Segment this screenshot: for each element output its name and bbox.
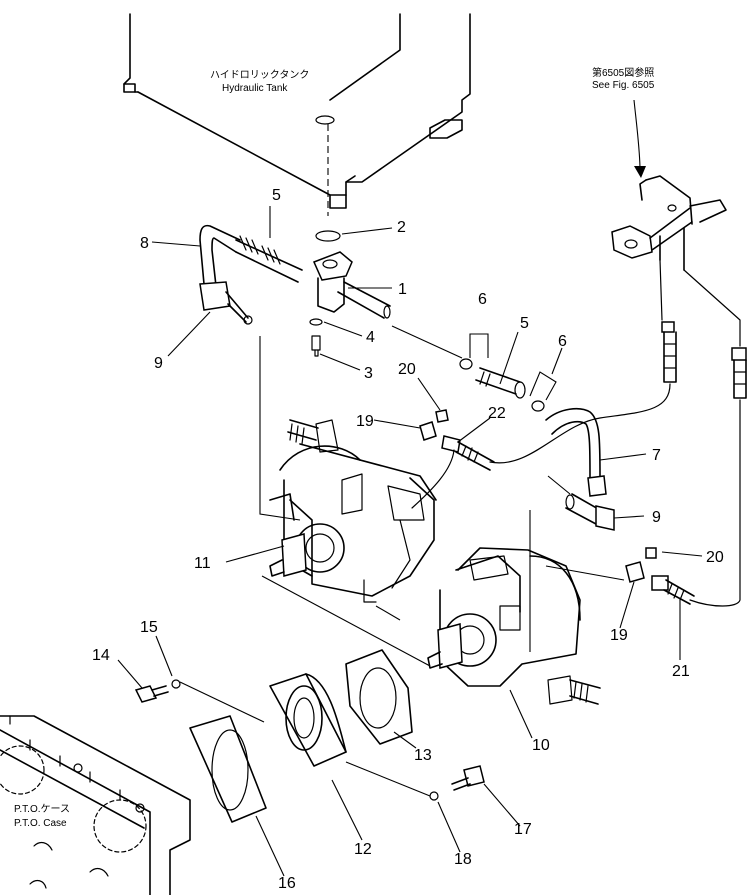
- tank-label-jp: ハイドロリックタンク: [210, 69, 309, 81]
- callout-7: 7: [652, 447, 661, 464]
- callout-19-lower: 19: [610, 627, 628, 644]
- callout-20-upper: 20: [398, 361, 416, 378]
- callout-19-upper: 19: [356, 413, 374, 430]
- callout-20-lower: 20: [706, 549, 724, 566]
- callout-2: 2: [397, 219, 406, 236]
- callout-16: 16: [278, 875, 296, 892]
- pto-label-jp: P.T.O.ケース: [14, 803, 70, 815]
- bolts: [134, 679, 485, 801]
- callout-numbers: 1 2 3 4 5 5 6 6 7 8 9 9 10 11 12 13 14 1…: [92, 187, 724, 892]
- hydraulic-tank: ハイドロリックタンク Hydraulic Tank: [123, 13, 471, 216]
- callout-10: 10: [532, 737, 550, 754]
- callout-9-right: 9: [652, 509, 661, 526]
- tube-7: [545, 407, 607, 497]
- ref-label-jp: 第6505図参照: [592, 66, 654, 79]
- callout-5-top: 5: [272, 187, 281, 204]
- pto-label-en: P.T.O. Case: [14, 818, 67, 829]
- callout-17: 17: [514, 821, 532, 838]
- pump-11: [259, 336, 455, 603]
- callout-11: 11: [194, 555, 211, 572]
- hose-and-clamps: [391, 325, 557, 412]
- callout-4: 4: [366, 329, 375, 346]
- adapter-9-right: [547, 475, 615, 531]
- callout-14: 14: [92, 647, 110, 664]
- suction-pipe-ref: 第6505図参照 See Fig. 6505: [592, 66, 727, 271]
- pump-10: [427, 510, 625, 705]
- adapter-12: [269, 673, 347, 767]
- callout-22: 22: [488, 405, 506, 422]
- callout-3: 3: [364, 365, 373, 382]
- callout-12: 12: [354, 841, 372, 858]
- gasket-13: [345, 649, 413, 745]
- callout-1: 1: [398, 281, 407, 298]
- callout-6-left: 6: [478, 291, 487, 308]
- pto-case: P.T.O.ケース P.T.O. Case: [0, 715, 191, 895]
- callout-9-left: 9: [154, 355, 163, 372]
- callout-6-right: 6: [558, 333, 567, 350]
- callout-18: 18: [454, 851, 472, 868]
- delivery-hoses: [489, 259, 747, 607]
- fittings-right: [625, 547, 695, 605]
- callout-leaders: [117, 206, 703, 877]
- callout-15: 15: [140, 619, 158, 636]
- o-ring-part: [315, 230, 341, 242]
- tank-label-en: Hydraulic Tank: [222, 83, 288, 94]
- ref-label-en: See Fig. 6505: [592, 80, 655, 91]
- callout-21: 21: [672, 663, 690, 680]
- callout-5-mid: 5: [520, 315, 529, 332]
- fittings-upper: [419, 409, 495, 471]
- callout-13: 13: [414, 747, 432, 764]
- suction-piping: [199, 224, 391, 357]
- gasket-16: [189, 715, 267, 823]
- callout-8: 8: [140, 235, 149, 252]
